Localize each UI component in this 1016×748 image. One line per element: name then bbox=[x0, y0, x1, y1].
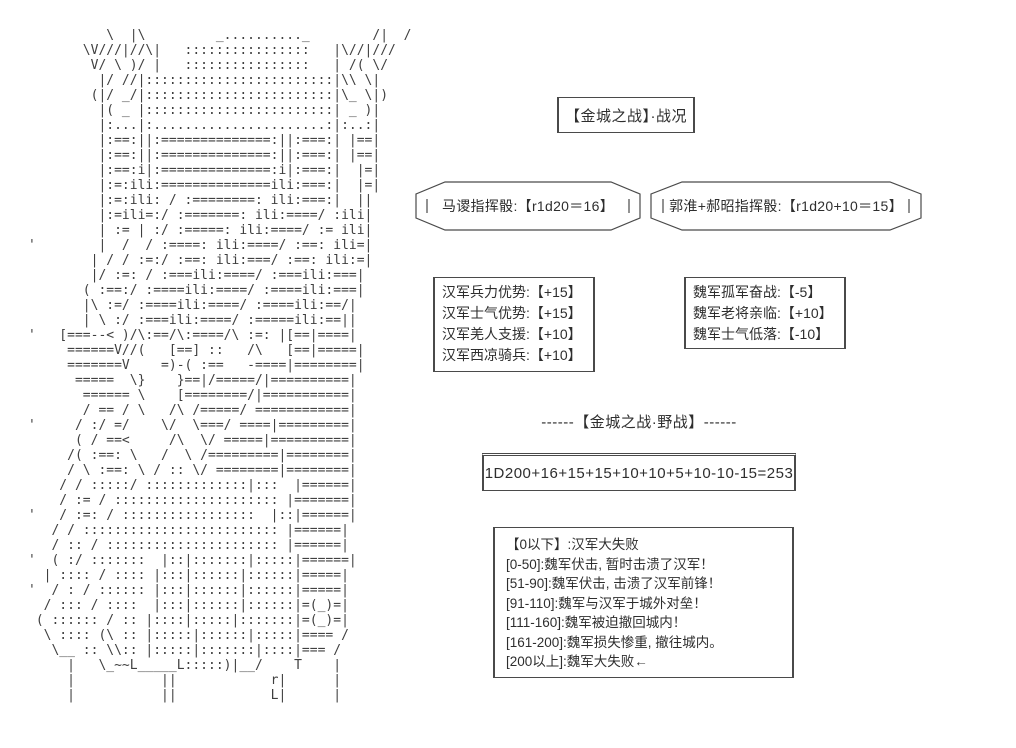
ascii-art-castle: \ |\ _.........._ /| / \V///|//\| ::::::… bbox=[28, 28, 412, 703]
outcome-table-box: 【0以下】:汉军大失败 [0-50]:魏军伏击, 暂时击溃了汉军！ [51-90… bbox=[493, 527, 794, 678]
wei-modifier: 魏军士气低落:【-10】 bbox=[693, 326, 830, 342]
han-modifier: 汉军西凉骑兵:【+10】 bbox=[442, 347, 582, 363]
dice-roll-ma-su-label: 马谡指挥骰:【r1d20＝16】 bbox=[441, 198, 615, 214]
field-battle-heading: ------【金城之战·野战】------ bbox=[541, 414, 737, 431]
outcome-row: [51-90]:魏军伏击, 击溃了汉军前锋！ bbox=[506, 576, 722, 591]
octagon-border bbox=[650, 181, 922, 231]
dice-roll-guo-huai-hao-zhao-label: 郭淮+郝昭指挥骰:【r1d20+10＝15】 bbox=[669, 198, 903, 214]
wei-modifier: 魏军孤军奋战:【-5】 bbox=[693, 284, 822, 300]
battle-status-title-box: 【金城之战】·战况 bbox=[557, 97, 695, 133]
han-modifier: 汉军羌人支援:【+10】 bbox=[442, 326, 582, 342]
dice-box-guo-huai-hao-zhao: 郭淮+郝昭指挥骰:【r1d20+10＝15】 bbox=[650, 181, 922, 231]
outcome-row: [91-110]:魏军与汉军于城外对垒！ bbox=[506, 595, 707, 611]
outcome-row: 【0以下】:汉军大失败 bbox=[506, 537, 639, 552]
dice-box-ma-su: 马谡指挥骰:【r1d20＝16】 bbox=[415, 181, 641, 231]
roll-total: 1D200+16+15+15+10+10+5+10-10-15=253 bbox=[484, 464, 794, 482]
outcome-row: [161-200]:魏军损失惨重, 撤往城内。 bbox=[506, 634, 723, 650]
roll-total-box: 1D200+16+15+15+10+10+5+10-10-15=253 bbox=[482, 453, 796, 491]
octagon-border bbox=[415, 181, 641, 231]
outcome-row: [200以上]:魏军大失败← bbox=[506, 654, 648, 669]
outcome-row: [111-160]:魏军被迫撤回城内！ bbox=[506, 615, 687, 630]
han-modifiers-box: 汉军兵力优势:【+15】 汉军士气优势:【+15】 汉军羌人支援:【+10】 汉… bbox=[433, 277, 595, 372]
wei-modifiers-box: 魏军孤军奋战:【-5】 魏军老将亲临:【+10】 魏军士气低落:【-10】 bbox=[684, 277, 846, 349]
battle-status-title: 【金城之战】·战况 bbox=[565, 107, 687, 125]
han-modifier: 汉军兵力优势:【+15】 bbox=[442, 284, 582, 300]
wei-modifier: 魏军老将亲临:【+10】 bbox=[693, 305, 833, 321]
outcome-row: [0-50]:魏军伏击, 暂时击溃了汉军！ bbox=[506, 556, 714, 572]
han-modifier: 汉军士气优势:【+15】 bbox=[442, 305, 582, 321]
